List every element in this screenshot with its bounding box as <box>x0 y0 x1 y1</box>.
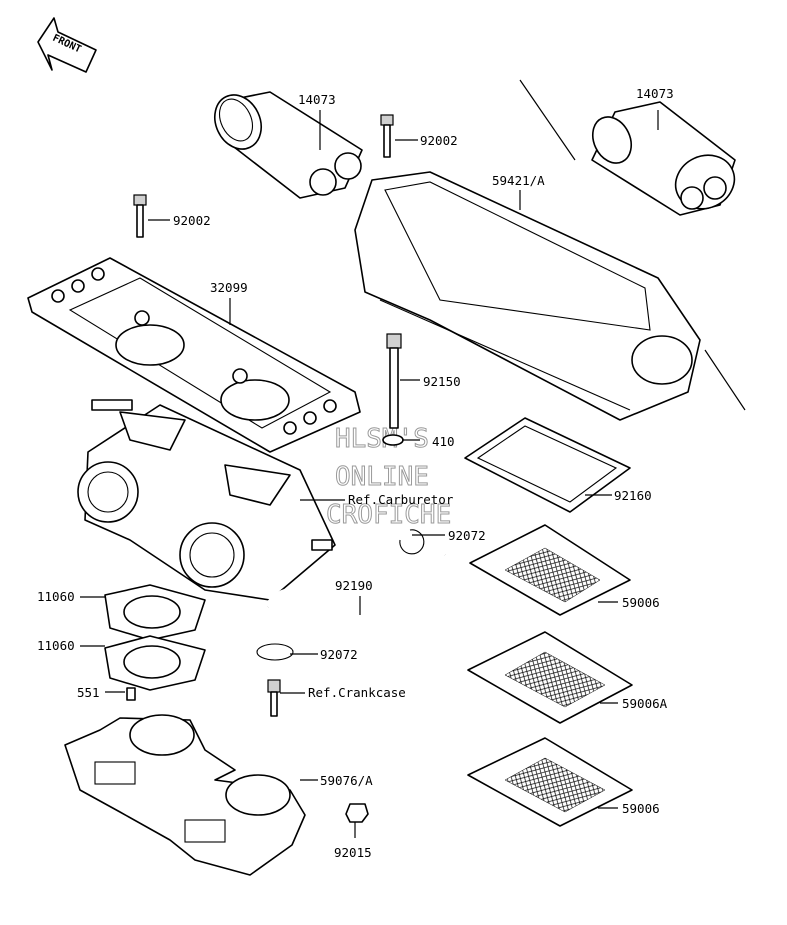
nut-92015 <box>345 803 369 823</box>
callout-11060-b: 11060 <box>37 638 75 653</box>
callout-92190: 92190 <box>335 578 373 593</box>
watermark-line-1: HLSM'S <box>335 424 429 454</box>
callout-59006-b: 59006 <box>622 801 660 816</box>
bolt-92002-top <box>380 114 394 158</box>
seal-92160 <box>464 417 631 513</box>
intake-cover <box>354 79 746 421</box>
callout-32099: 32099 <box>210 280 248 295</box>
gasket-11060-b <box>104 635 206 691</box>
callout-92002-left: 92002 <box>173 213 211 228</box>
callout-410: 410 <box>432 434 455 449</box>
callout-92072-right: 92072 <box>448 528 486 543</box>
bolt-ref-crankcase <box>267 679 281 717</box>
base-plate <box>27 257 361 453</box>
callout-59006-a: 59006 <box>622 595 660 610</box>
callout-92002-top: 92002 <box>420 133 458 148</box>
callout-92072-lower: 92072 <box>320 647 358 662</box>
callout-ref-crankcase: Ref.Crankcase <box>308 685 406 700</box>
intake-manifold <box>64 714 306 876</box>
washer-410 <box>382 434 404 446</box>
callouts: 14073 14073 92002 92002 59421/A 32099 92… <box>37 86 674 860</box>
clamp-92072-lower <box>256 643 294 661</box>
flame-arrester-right <box>591 101 736 216</box>
gasket-11060-a <box>104 584 206 641</box>
watermark-line-3: CROFICHE <box>326 500 451 530</box>
callout-92150: 92150 <box>423 374 461 389</box>
hose-92190 <box>264 552 454 622</box>
callout-14073-right: 14073 <box>636 86 674 101</box>
callout-11060-a: 11060 <box>37 589 75 604</box>
watermark-line-2: ONLINE <box>335 462 429 492</box>
callout-551: 551 <box>77 685 100 700</box>
clamp-92072-right <box>399 529 425 555</box>
callout-92015: 92015 <box>334 845 372 860</box>
callout-92160: 92160 <box>614 488 652 503</box>
screen-59006-bottom <box>467 737 633 827</box>
callout-59076: 59076/A <box>320 773 373 788</box>
leader-lines <box>80 110 659 838</box>
screen-59006-top <box>469 524 631 616</box>
stud-92150 <box>386 333 402 429</box>
front-arrow-icon: FRONT <box>37 17 97 73</box>
callout-ref-carburetor: Ref.Carburetor <box>348 492 454 507</box>
callout-59006A: 59006A <box>622 696 668 711</box>
screen-59006A-middle <box>467 631 633 724</box>
flame-arrester-left <box>214 91 363 199</box>
carburetor-assembly <box>77 399 336 601</box>
pin-551 <box>126 687 136 701</box>
watermark: HLSM'S ONLINE CROFICHE <box>326 424 452 531</box>
callout-14073-left: 14073 <box>298 92 336 107</box>
bolt-92002-left <box>133 194 147 238</box>
callout-59421: 59421/A <box>492 173 545 188</box>
